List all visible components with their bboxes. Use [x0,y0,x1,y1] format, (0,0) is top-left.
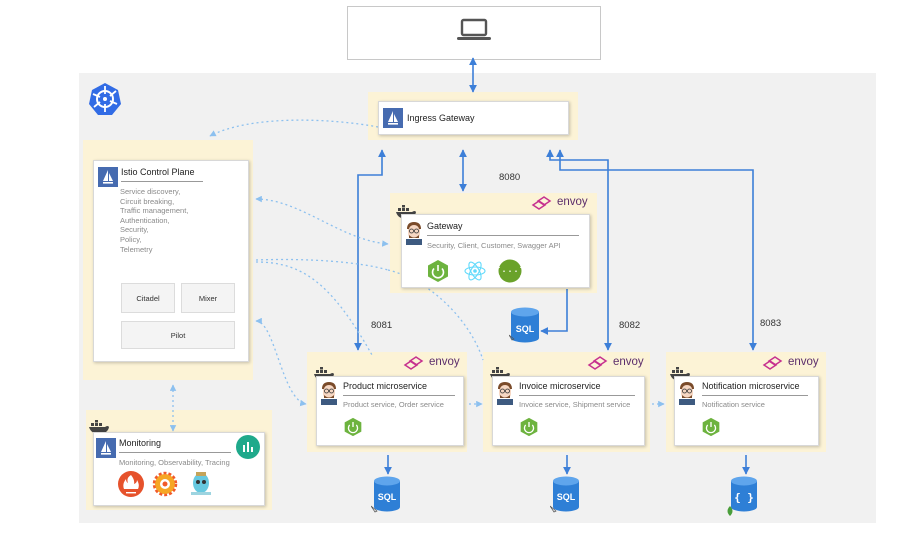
laptop-icon [455,17,493,50]
gateway-card: Gateway Security, Client, Customer, Swag… [401,214,590,288]
developer-avatar-icon [495,381,515,410]
kubernetes-icon [88,82,122,121]
port-label-notification: 8083 [760,318,782,329]
kiali-icon [236,435,260,464]
client-box [347,6,601,60]
gateway-divider [427,235,579,236]
control-plane-divider [121,181,203,182]
envoy-label: envoy [788,356,819,368]
swagger-icon: {···} [495,259,525,288]
product-divider [343,395,455,396]
port-label-product: 8081 [371,320,393,331]
gateway-title: Gateway [427,221,463,231]
developer-avatar-icon [319,381,339,410]
developer-avatar-icon [404,221,424,250]
spring-boot-icon [701,417,721,442]
sql-label: SQL [516,324,535,334]
nosql-label: { } [734,491,754,504]
spring-boot-icon [343,417,363,442]
database-icon: SQL [549,476,582,523]
prometheus-icon [118,471,144,502]
gateway-subtitle: Security, Client, Customer, Swagger API [427,241,561,250]
port-label-gateway: 8080 [499,172,521,183]
sql-label: SQL [557,492,576,502]
invoice-card: Invoice microservice Invoice service, Sh… [492,376,645,446]
envoy-label: envoy [557,196,588,208]
product-card: Product microservice Product service, Or… [316,376,464,446]
database-icon: SQL [508,307,541,352]
envoy-label: envoy [613,356,644,368]
pilot-box: Pilot [121,321,235,349]
citadel-box: Citadel [121,283,175,313]
sql-label: SQL [378,492,397,502]
svg-text:{···}: {···} [498,267,522,278]
control-plane-features: Service discovery, Circuit breaking, Tra… [120,187,189,254]
ingress-title: Ingress Gateway [407,113,475,123]
database-icon: { } [726,476,760,523]
envoy-icon [762,355,784,376]
notification-subtitle: Notification service [702,400,765,409]
jaeger-icon [188,469,214,502]
istio-icon [383,108,403,133]
control-plane-card: Istio Control Plane Service discovery, C… [93,160,249,362]
spring-boot-icon [519,417,539,442]
envoy-label: envoy [429,356,460,368]
notification-title: Notification microservice [702,381,800,391]
product-title: Product microservice [343,381,428,391]
control-plane-title: Istio Control Plane [121,167,195,177]
envoy-icon [403,355,425,376]
developer-avatar-icon [677,381,697,410]
spring-boot-icon [426,259,450,288]
istio-icon [96,438,116,463]
envoy-icon [531,195,553,216]
mixer-box: Mixer [181,283,235,313]
envoy-icon [587,355,609,376]
ingress-gateway-card: Ingress Gateway [378,101,569,135]
grafana-icon [152,471,178,502]
monitoring-divider [119,452,231,453]
react-icon [463,259,487,288]
monitoring-card: Monitoring Monitoring, Observability, Tr… [93,432,265,506]
notification-divider [702,395,808,396]
invoice-subtitle: Invoice service, Shipment service [519,400,631,409]
notification-card: Notification microservice Notification s… [674,376,819,446]
monitoring-title: Monitoring [119,438,162,448]
invoice-divider [519,395,635,396]
monitoring-subtitle: Monitoring, Observability, Tracing [119,458,230,467]
database-icon: SQL [370,476,403,523]
product-subtitle: Product service, Order service [343,400,444,409]
port-label-invoice: 8082 [619,320,641,331]
istio-icon [98,167,118,192]
invoice-title: Invoice microservice [519,381,601,391]
